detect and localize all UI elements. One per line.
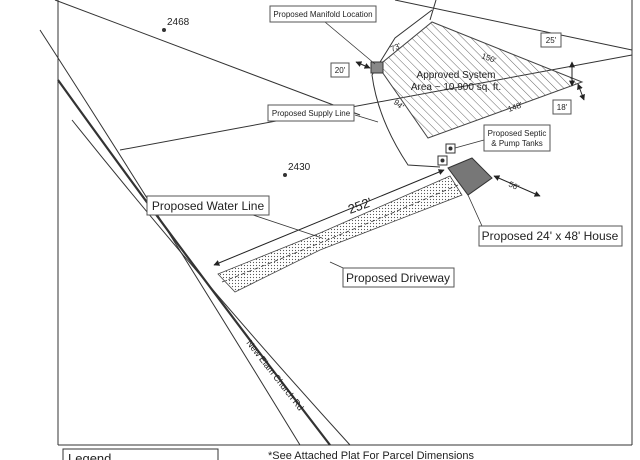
dim-box-25 [540, 32, 562, 48]
dim-box-20 [330, 62, 350, 78]
road-label: New Elam Church Rd [244, 338, 305, 412]
house-footprint [447, 157, 493, 196]
septic-callout-line2: & Pump Tanks [491, 139, 542, 148]
supply-line-callout [267, 104, 355, 122]
legend-box [62, 448, 219, 460]
legend-title: Legend [68, 451, 111, 460]
water-line-callout [146, 195, 270, 216]
dim-line-252 [213, 169, 445, 266]
septic-callout-line1: Proposed Septic [488, 129, 547, 138]
manifold-callout [269, 5, 377, 23]
dim-73: 73' [389, 41, 403, 54]
supply-line-top [429, 0, 437, 21]
lot-2468-marker [162, 28, 166, 32]
dim-line-18 [577, 83, 585, 101]
dim-18: 18' [557, 103, 568, 112]
dim-box-18 [552, 99, 572, 115]
system-area-size: Area ~ 10,900 sq. ft. [411, 82, 501, 93]
lot-2430-marker [283, 173, 287, 177]
dimension-lines [213, 61, 585, 266]
manifold-callout-text: Proposed Manifold Location [273, 10, 372, 19]
lot-2468-label: 2468 [167, 17, 190, 28]
approved-system-area [377, 21, 584, 139]
road-new-elam-church [39, 29, 351, 446]
supply-line-path [371, 9, 441, 168]
dim-line-20 [355, 61, 371, 69]
driveway-callout [342, 267, 455, 288]
water-line-callout-text: Proposed Water Line [152, 199, 265, 213]
dim-line-56 [493, 175, 541, 197]
dim-56: 56' [507, 180, 521, 193]
leader-lines [249, 21, 485, 273]
supply-line-callout-text: Proposed Supply Line [272, 109, 351, 118]
house-callout [478, 225, 623, 247]
dim-20: 20' [335, 66, 346, 75]
septic-callout [483, 124, 551, 152]
lot-2430-label: 2430 [288, 162, 311, 173]
manifold-marker [370, 61, 384, 74]
driveway-callout-text: Proposed Driveway [346, 271, 450, 285]
boundary-top-right [394, 0, 633, 51]
plat-footnote: *See Attached Plat For Parcel Dimensions [268, 450, 475, 460]
house-callout-text: Proposed 24' x 48' House [482, 229, 619, 243]
boundary-upper [54, 0, 361, 116]
system-area-title: Approved System [417, 70, 496, 81]
dim-25: 25' [546, 36, 557, 45]
